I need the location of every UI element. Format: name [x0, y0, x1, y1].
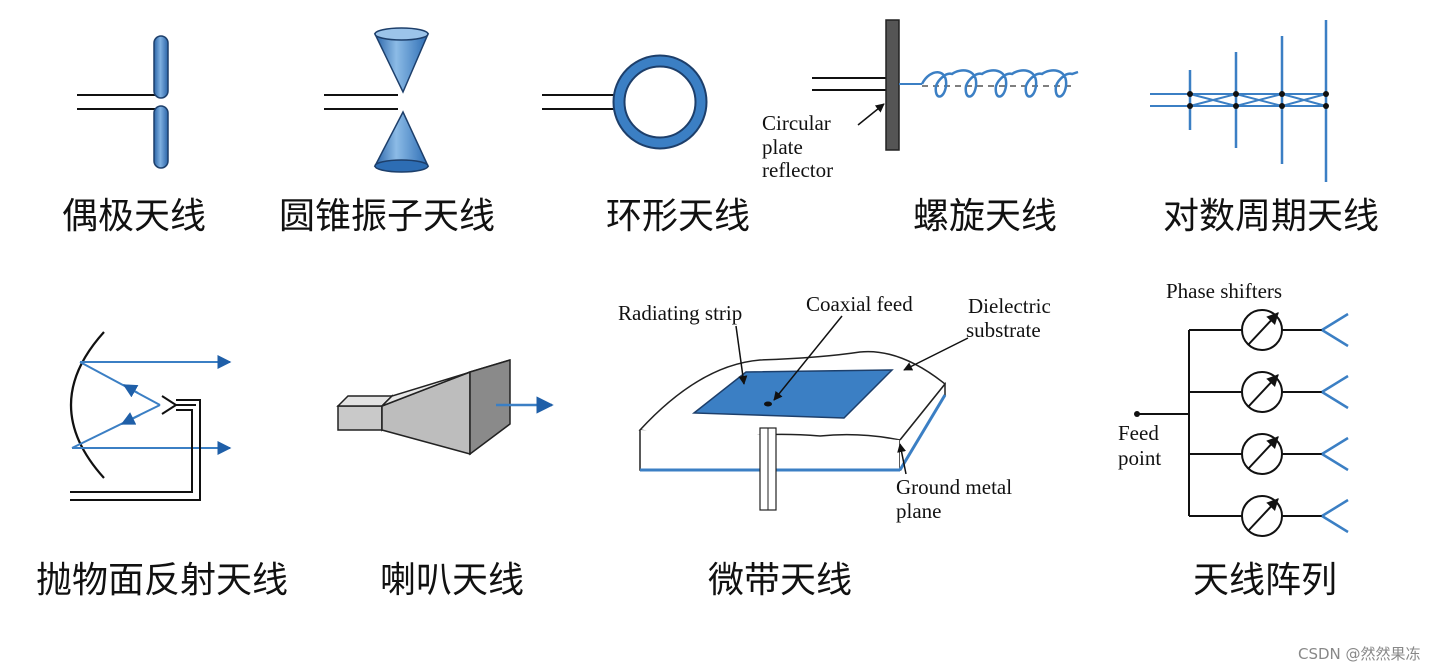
- array-row-3: [1189, 433, 1349, 475]
- caption-horn: 喇叭天线: [380, 560, 524, 601]
- caption-helical: 螺旋天线: [913, 196, 1057, 237]
- caption-array: 天线阵列: [1193, 560, 1337, 601]
- array-row-1: [1189, 309, 1349, 351]
- caption-log-periodic: 对数周期天线: [1163, 196, 1379, 237]
- label-plate: plate: [762, 135, 803, 159]
- label-substrate: substrate: [966, 318, 1041, 342]
- label-phase-shifters: Phase shifters: [1166, 279, 1282, 303]
- label-circular: Circular: [762, 111, 831, 135]
- horn-antenna-figure: [336, 358, 554, 456]
- caption-microstrip: 微带天线: [708, 560, 852, 601]
- label-ground-metal: Ground metal: [896, 475, 1012, 499]
- caption-parabolic: 抛物面反射天线: [36, 560, 288, 601]
- caption-loop: 环形天线: [606, 196, 750, 237]
- label-plane: plane: [896, 499, 941, 523]
- label-radiating-strip: Radiating strip: [618, 301, 742, 325]
- array-row-2: [1189, 371, 1349, 413]
- antenna-array-figure: [1134, 309, 1349, 537]
- watermark: CSDN @然然果冻: [1298, 645, 1421, 663]
- loop-antenna-figure: [542, 54, 708, 150]
- helical-reflector-label: Circular plate reflector: [762, 111, 833, 182]
- parabolic-reflector-figure: [69, 331, 232, 501]
- label-feed: Feed: [1118, 421, 1159, 445]
- label-reflector: reflector: [762, 158, 833, 182]
- microstrip-antenna-figure: [638, 315, 969, 511]
- helical-antenna-figure: [812, 19, 1079, 151]
- label-point: point: [1118, 446, 1161, 470]
- dipole-antenna-figure: [77, 35, 169, 169]
- caption-dipole: 偶极天线: [62, 196, 206, 237]
- log-periodic-antenna-figure: [1150, 20, 1329, 182]
- label-dielectric: Dielectric: [968, 294, 1051, 318]
- array-row-4: [1189, 495, 1349, 537]
- biconical-antenna-figure: [324, 27, 430, 173]
- label-coaxial-feed: Coaxial feed: [806, 292, 913, 316]
- caption-biconical: 圆锥振子天线: [279, 196, 495, 237]
